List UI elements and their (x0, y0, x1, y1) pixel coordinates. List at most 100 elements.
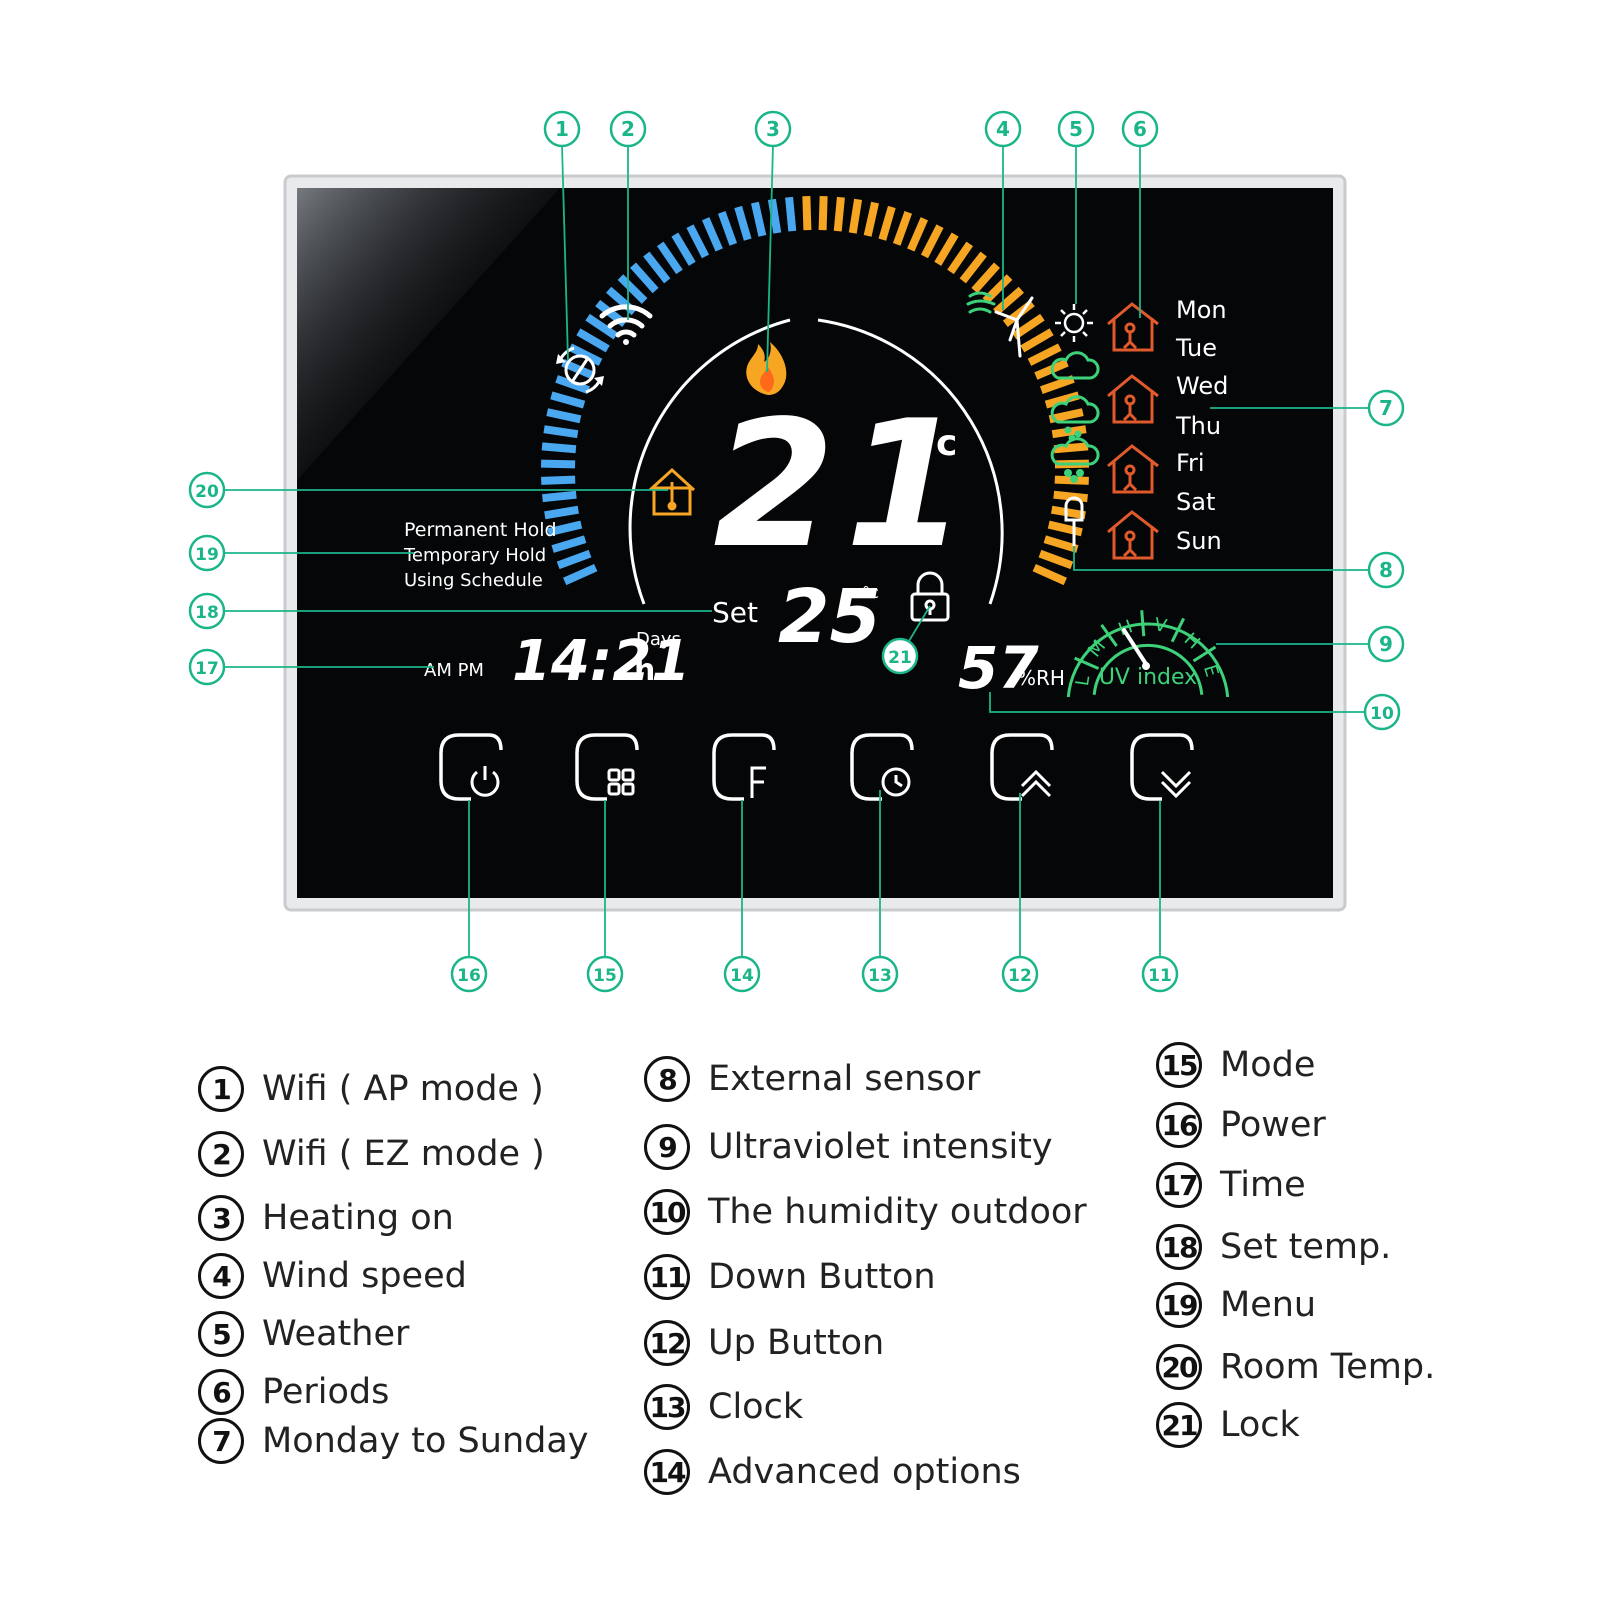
gauge-tick (802, 196, 812, 231)
legend-number: 14 (644, 1449, 690, 1495)
legend-label: Wind speed (262, 1256, 467, 1296)
gauge-tick (863, 201, 879, 237)
chevron-down-icon (1160, 770, 1192, 799)
gauge-tick (717, 211, 738, 246)
uv-needle-hub (1142, 662, 1150, 670)
chevron-down-button[interactable] (1130, 733, 1194, 801)
humidity-value: 57 (958, 634, 1039, 702)
legend-number: 6 (198, 1369, 244, 1415)
legend-number: 21 (1156, 1402, 1202, 1448)
legend-number: 1 (198, 1066, 244, 1112)
chevron-up-button[interactable] (990, 733, 1054, 801)
callout-circle (723, 955, 761, 993)
set-temp-unit: °c (862, 583, 879, 602)
callout-circle (1367, 389, 1405, 427)
wind-lines-icon (966, 291, 996, 314)
uv-divider (1170, 617, 1186, 643)
gauge-tick (785, 196, 797, 232)
power-button[interactable] (439, 733, 503, 801)
weekday: Mon (1176, 296, 1227, 324)
legend-label: Down Button (708, 1257, 936, 1297)
callout-circle (543, 110, 581, 148)
set-temp-value: 25 (778, 574, 881, 660)
callout-number: 1 (555, 117, 569, 141)
rain-cloud-icon (1050, 395, 1100, 442)
callout-number: 3 (766, 117, 780, 141)
gauge-tick (1027, 343, 1062, 366)
callout-circle (188, 648, 226, 686)
legend-label: Lock (1220, 1405, 1300, 1445)
gauge-tick (555, 375, 590, 394)
external-sensor-icon (1064, 496, 1084, 546)
callout-number: 17 (195, 659, 219, 679)
legend-label: Up Button (708, 1323, 885, 1363)
legend-number: 7 (198, 1418, 244, 1464)
period-house-icon (1107, 510, 1159, 560)
gauge-tick (971, 262, 1000, 294)
hold-schedule: Using Schedule (404, 570, 543, 591)
legend-number: 9 (644, 1124, 690, 1170)
legend-label: Room Temp. (1220, 1347, 1436, 1387)
lock-icon (910, 571, 950, 622)
screen-glare (297, 188, 560, 480)
gauge-tick (563, 563, 598, 586)
uv-needle (1122, 628, 1148, 666)
room-temp-value: 21 (713, 384, 977, 587)
callout-number: 20 (195, 482, 219, 502)
legend-label: Wifi ( AP mode ) (262, 1069, 544, 1109)
gauge-tick (1020, 328, 1054, 353)
callout-number: 15 (593, 966, 617, 986)
touch-button-row (439, 733, 1194, 801)
gauge-tick (686, 224, 710, 259)
gauge-tick (892, 211, 913, 246)
snow-cloud-icon (1050, 437, 1100, 483)
inner-arc-left (628, 318, 791, 605)
hold-permanent: Permanent Hold (404, 519, 557, 541)
gauge-tick (1032, 563, 1067, 586)
gauge-tick (934, 232, 959, 266)
hold-temporary: Temporary Hold (403, 545, 546, 566)
callout-circle (1367, 551, 1405, 589)
f-options-icon (750, 766, 766, 798)
f-options-button[interactable] (712, 733, 776, 801)
legend-label: The humidity outdoor (708, 1192, 1087, 1232)
gauge-tick (585, 313, 619, 340)
mode-grid-button[interactable] (575, 733, 639, 801)
weekday: Sun (1176, 527, 1222, 555)
callout-number: 12 (1008, 966, 1032, 986)
legend-label: Advanced options (708, 1452, 1021, 1492)
callout-circle (1367, 625, 1405, 663)
inner-arc-right (817, 318, 1004, 605)
gauge-tick (751, 201, 767, 237)
clock-button[interactable] (850, 733, 914, 801)
callout-number: 9 (1379, 632, 1393, 656)
legend-number: 16 (1156, 1102, 1202, 1148)
callout-number: 8 (1379, 558, 1393, 582)
legend-label: Menu (1220, 1285, 1317, 1325)
callout-circle (586, 955, 624, 993)
gauge-tick (541, 442, 577, 454)
callout-number: 2 (621, 117, 635, 141)
chevron-up-icon (1020, 769, 1052, 798)
gauge-tick (547, 520, 583, 537)
period-house-icon (1107, 374, 1159, 424)
callout-circle (188, 471, 226, 509)
gauge-tick (833, 196, 845, 232)
set-label: Set (712, 596, 758, 629)
callout-number: 13 (868, 966, 892, 986)
gauge-tick (701, 217, 723, 252)
legend-number: 15 (1156, 1042, 1202, 1088)
callout-circle (188, 534, 226, 572)
callout-circle (1121, 110, 1159, 148)
legend-number: 11 (644, 1254, 690, 1300)
legend-label: Wifi ( EZ mode ) (262, 1134, 545, 1174)
